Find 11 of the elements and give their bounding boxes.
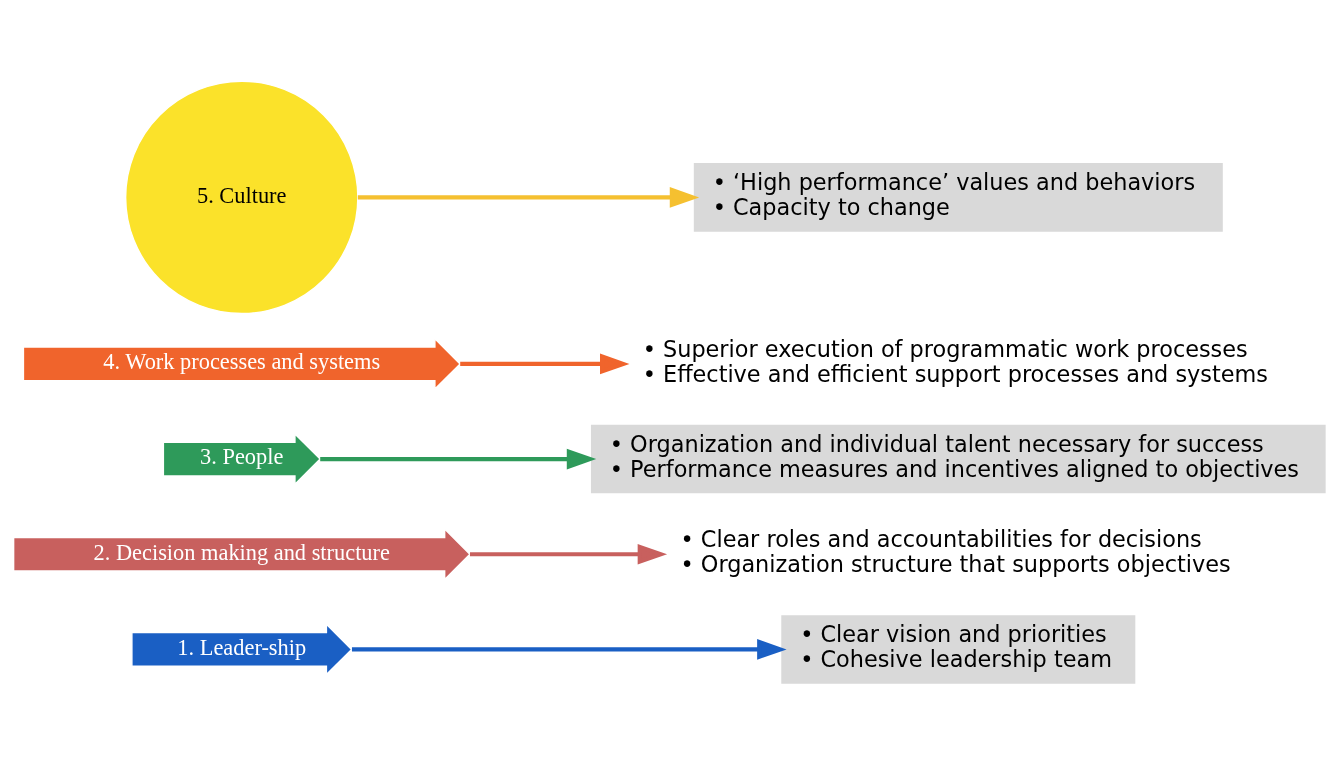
arrow [460, 353, 630, 375]
arrow [320, 448, 597, 470]
node-box: • Organization and individual talent necessary for success • Performance measures and incentives aligned to objectives [589, 423, 1328, 495]
arrow [351, 639, 787, 660]
node-box: • ‘High performance’ values and behaviors • Capacity to change [692, 161, 1225, 234]
node-box: • Clear vision and priorities • Cohesive leadership team [779, 613, 1137, 686]
node-circle: 5. Culture [124, 80, 359, 315]
node-text: • Superior execution of programmatic work processes • Effective and efficient support processes and systems [642, 335, 1269, 387]
arrow [469, 543, 668, 565]
arrow [357, 187, 700, 208]
node-text: • Clear roles and accountabilities for decisions • Organization structure that supports objectives [680, 525, 1231, 578]
